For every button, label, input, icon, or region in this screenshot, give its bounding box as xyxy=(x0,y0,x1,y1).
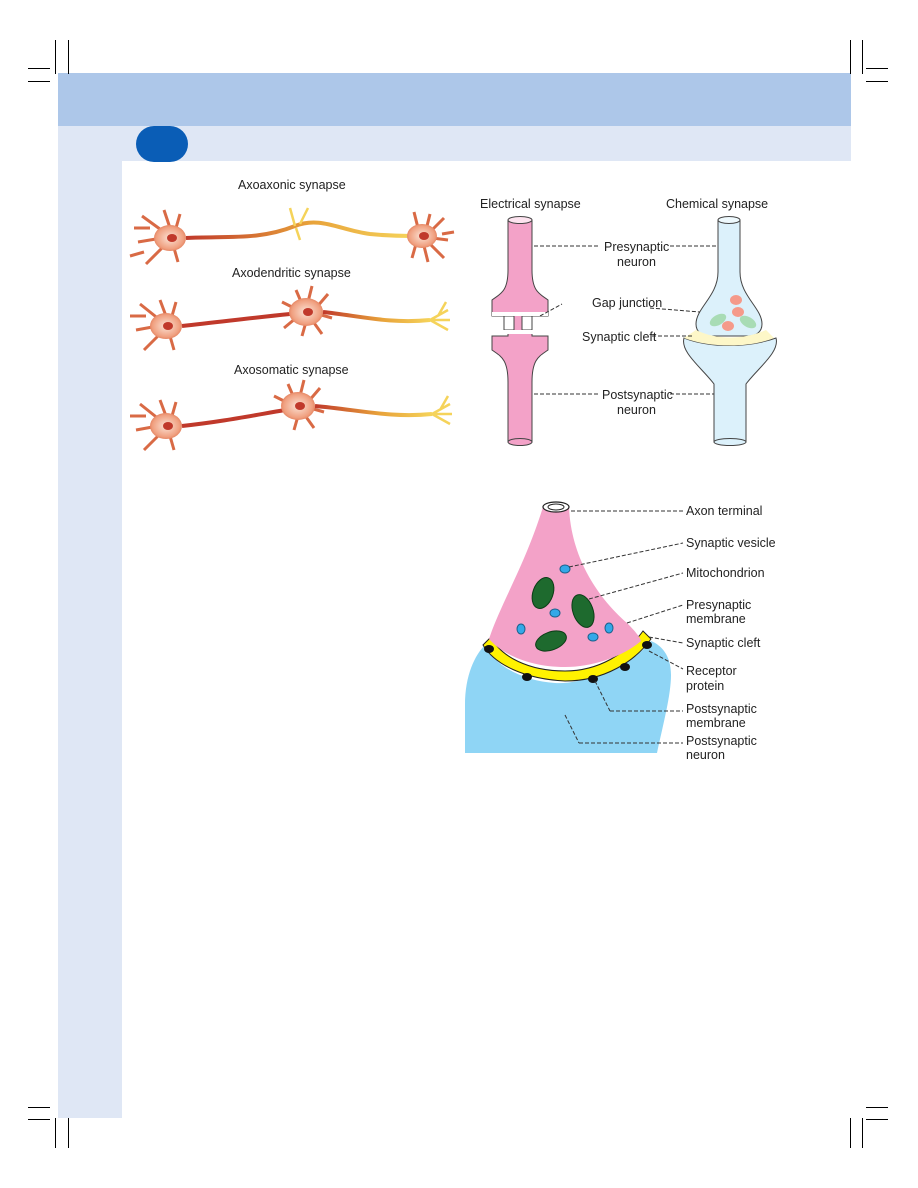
axosomatic-neurons xyxy=(130,379,452,452)
receptor-protein-label-l1: Receptor xyxy=(686,664,737,678)
presynaptic-terminal-shape xyxy=(489,507,641,667)
synaptic-vesicles xyxy=(516,564,614,642)
chapter-badge xyxy=(136,126,188,162)
presynaptic-neuron-label-l1: Presynaptic xyxy=(604,240,670,254)
presynaptic-membrane-label-l1: Presynaptic xyxy=(686,598,752,612)
presynaptic-neuron-label-l2: neuron xyxy=(617,255,656,269)
postsynaptic-neuron-shape xyxy=(465,641,671,753)
electrical-synapse-shape xyxy=(491,216,549,446)
synapse-detail-leaders xyxy=(564,510,684,744)
synaptic-cleft-detail-label: Synaptic cleft xyxy=(686,636,761,650)
presynaptic-membrane-label-l2: membrane xyxy=(686,612,746,626)
axosomatic-title: Axosomatic synapse xyxy=(234,363,349,377)
left-margin-band xyxy=(58,126,122,1118)
synapse-detail-illustration xyxy=(465,501,671,753)
header-band xyxy=(58,73,851,126)
electrical-chemical-leaders xyxy=(534,245,718,395)
subheader-band xyxy=(58,126,851,161)
axoaxonic-title: Axoaxonic synapse xyxy=(238,178,346,192)
chemical-synapse-shape xyxy=(683,216,777,446)
axon-terminal-label: Axon terminal xyxy=(686,504,763,518)
postsynaptic-membrane-label-l1: Postsynaptic xyxy=(686,702,757,716)
mitochondrion-label: Mitochondrion xyxy=(686,566,765,580)
postsynaptic-neuron-label-l1: Postsynaptic xyxy=(602,388,673,402)
postsynaptic-neuron-detail-label-l1: Postsynaptic xyxy=(686,734,757,748)
synaptic-vesicle-label: Synaptic vesicle xyxy=(686,536,776,550)
chemical-synapse-heading: Chemical synapse xyxy=(666,197,769,211)
axodendritic-title: Axodendritic synapse xyxy=(232,266,351,280)
receptor-proteins xyxy=(484,641,652,683)
electrical-chemical-illustration xyxy=(491,216,777,446)
synaptic-cleft-label: Synaptic cleft xyxy=(582,330,657,344)
postsynaptic-membrane-label-l2: membrane xyxy=(686,716,746,730)
neuron-illustrations xyxy=(129,207,455,452)
axodendritic-neurons xyxy=(130,285,450,352)
mitochondria xyxy=(531,577,595,652)
postsynaptic-neuron-detail-label-l2: neuron xyxy=(686,748,725,762)
receptor-protein-label-l2: protein xyxy=(686,679,725,693)
gap-junction-label: Gap junction xyxy=(592,296,663,310)
electrical-synapse-heading: Electrical synapse xyxy=(480,197,581,211)
synaptic-cleft-band xyxy=(482,630,652,682)
axoaxonic-neurons xyxy=(129,207,455,266)
postsynaptic-neuron-label-l2: neuron xyxy=(617,403,656,417)
